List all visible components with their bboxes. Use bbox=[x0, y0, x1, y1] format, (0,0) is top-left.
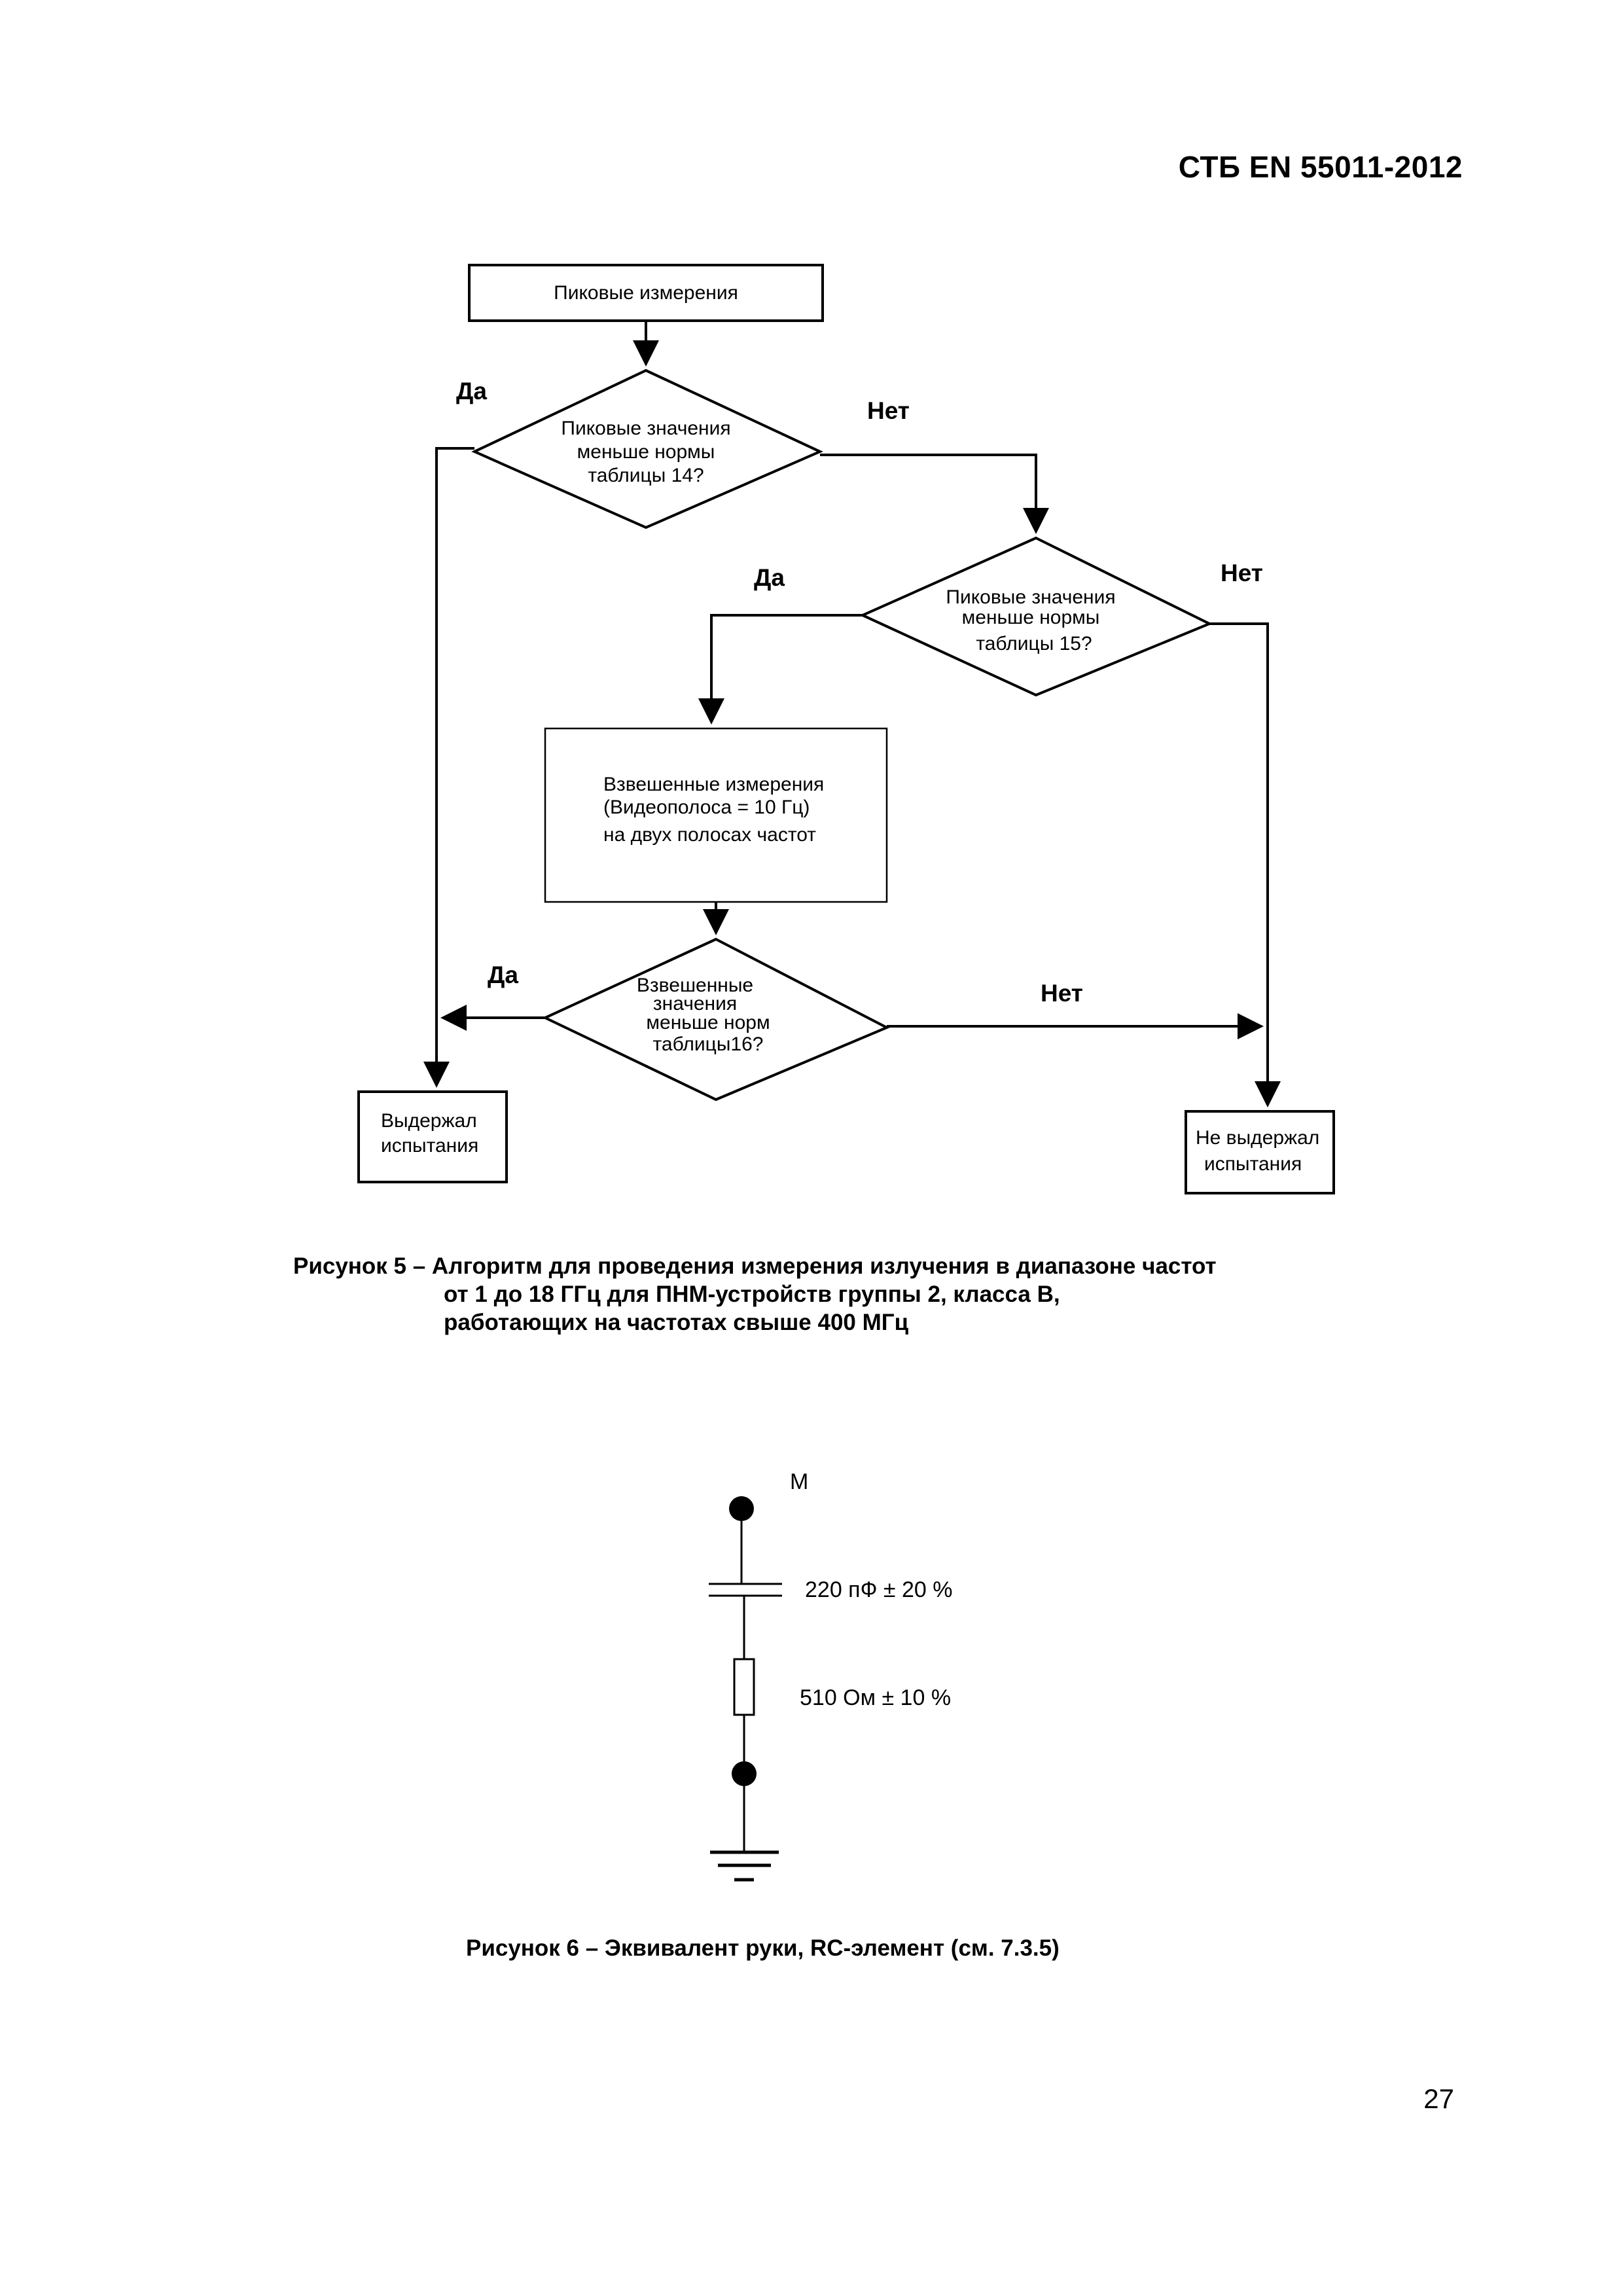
decision-table16-line4: таблицы16? bbox=[653, 1033, 764, 1055]
figure5-caption: Рисунок 5 – Алгоритм для проведения изме… bbox=[293, 1252, 1217, 1336]
decision-table14-line2: меньше нормы bbox=[577, 441, 715, 463]
arrow-decision2-yes bbox=[698, 614, 863, 725]
resistor bbox=[733, 1658, 755, 1716]
arrow-decision1-no bbox=[820, 454, 1049, 534]
decision1-no-label: Нет bbox=[867, 397, 910, 424]
decision-table15-line3: таблицы 15? bbox=[976, 633, 1092, 655]
capacitor-label: 220 пФ ± 20 % bbox=[805, 1577, 952, 1602]
passed-box-line2: испытания bbox=[381, 1135, 478, 1157]
decision-table14-line1: Пиковые значения bbox=[561, 418, 730, 439]
passed-box bbox=[357, 1090, 508, 1183]
decision2-no-label: Нет bbox=[1221, 560, 1263, 586]
figure6-caption: Рисунок 6 – Эквивалент руки, RC-элемент … bbox=[466, 1935, 1060, 1961]
terminal-label: M bbox=[790, 1469, 808, 1494]
weighted-box-line3: на двух полосах частот bbox=[603, 824, 816, 846]
page-number: 27 bbox=[1423, 2083, 1454, 2114]
weighted-box-line2: (Видеополоса = 10 Гц) bbox=[603, 797, 810, 818]
decision-table16 bbox=[542, 937, 890, 1102]
arrow-decision2-no bbox=[1209, 622, 1281, 1107]
decision-table16-line1: Взвешенные bbox=[637, 975, 753, 996]
decision3-yes-label: Да bbox=[488, 961, 518, 988]
passed-box-line1: Выдержал bbox=[381, 1110, 477, 1132]
decision-table15 bbox=[859, 536, 1213, 697]
resistor-label: 510 Ом ± 10 % bbox=[800, 1685, 951, 1710]
failed-box bbox=[1185, 1110, 1335, 1194]
flowchart: Пиковые измерения Пиковые значения меньш… bbox=[357, 264, 1335, 1194]
decision-table16-line2: значения bbox=[653, 993, 737, 1014]
decision2-yes-label: Да bbox=[754, 564, 785, 591]
figure5-caption-line2: от 1 до 18 ГГц для ПНМ-устройств группы … bbox=[444, 1282, 1060, 1307]
decision-table16-line3: меньше норм bbox=[646, 1012, 770, 1033]
failed-box-line1: Не выдержал bbox=[1196, 1127, 1319, 1149]
decision1-yes-label: Да bbox=[456, 378, 487, 404]
failed-box-line2: испытания bbox=[1204, 1153, 1302, 1175]
weighted-box-line1: Взвешенные измерения bbox=[603, 774, 824, 795]
figure5-caption-line1: Рисунок 5 – Алгоритм для проведения изме… bbox=[293, 1253, 1217, 1279]
rc-circuit: M 220 пФ ± 20 % 510 Ом ± 10 % bbox=[709, 1469, 952, 1882]
figure5-caption-line3: работающих на частотах свыше 400 МГц bbox=[444, 1310, 909, 1335]
start-box-label: Пиковые измерения bbox=[554, 282, 738, 304]
decision-table14 bbox=[471, 368, 823, 529]
decision-table15-line2: меньше нормы bbox=[962, 607, 1100, 628]
decision3-no-label: Нет bbox=[1041, 980, 1083, 1007]
decision-table14-line3: таблицы 14? bbox=[588, 465, 704, 486]
decision-table15-line1: Пиковые значения bbox=[946, 586, 1115, 608]
document-code: СТБ EN 55011-2012 bbox=[1178, 150, 1463, 184]
arrow-decision1-yes bbox=[423, 447, 474, 1088]
